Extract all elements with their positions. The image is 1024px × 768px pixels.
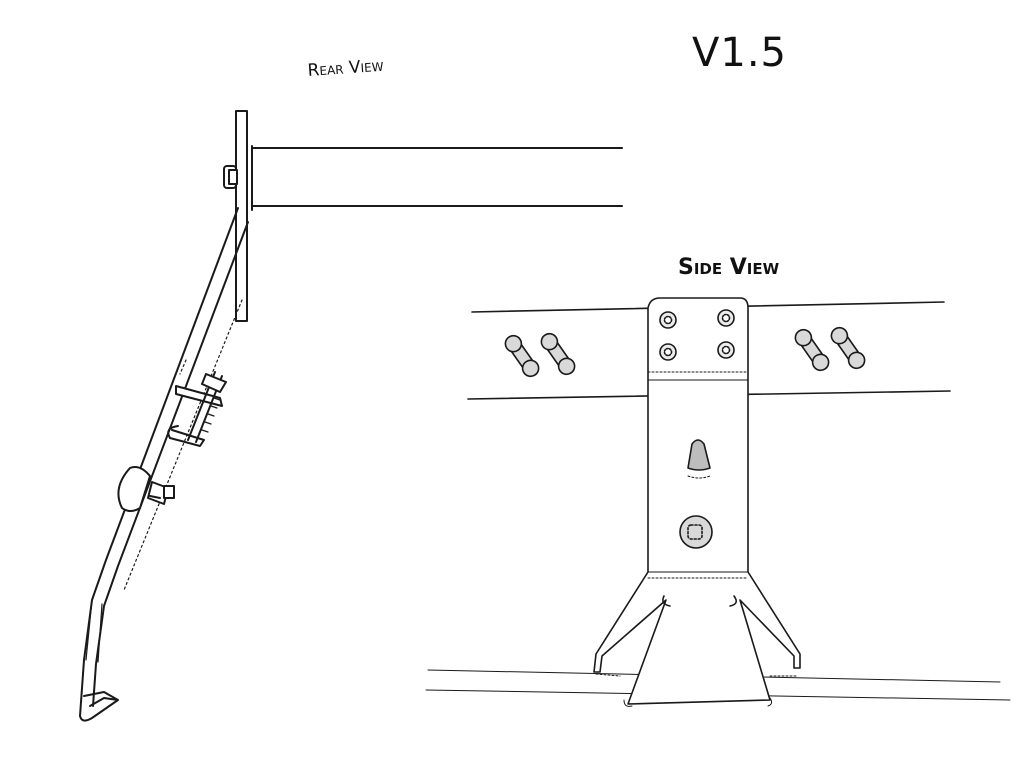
rear-mount-plate (235, 110, 248, 322)
tower-knob (679, 515, 713, 549)
tower-body (593, 297, 801, 705)
rear-view-drawing (79, 110, 623, 722)
foot-cutout-left (662, 595, 671, 607)
diagonal-arm-inner (92, 221, 249, 707)
version-label: V1.5 (692, 30, 787, 76)
plate-bolt (223, 165, 238, 189)
gutter-hook (79, 691, 119, 722)
threaded-rod (187, 371, 227, 443)
side-view-label: Side View (678, 255, 780, 280)
knob-nut (117, 466, 175, 512)
rear-view-label: Rear View (307, 56, 384, 81)
foot-cutout-right (729, 595, 738, 607)
crossbar-slots-left (504, 332, 576, 378)
side-view-drawing (425, 297, 1011, 707)
crossbar-slots-right (794, 326, 866, 372)
tower-bolts (659, 309, 735, 361)
lock-window (687, 439, 711, 479)
diagonal-arm-outer (79, 207, 239, 717)
